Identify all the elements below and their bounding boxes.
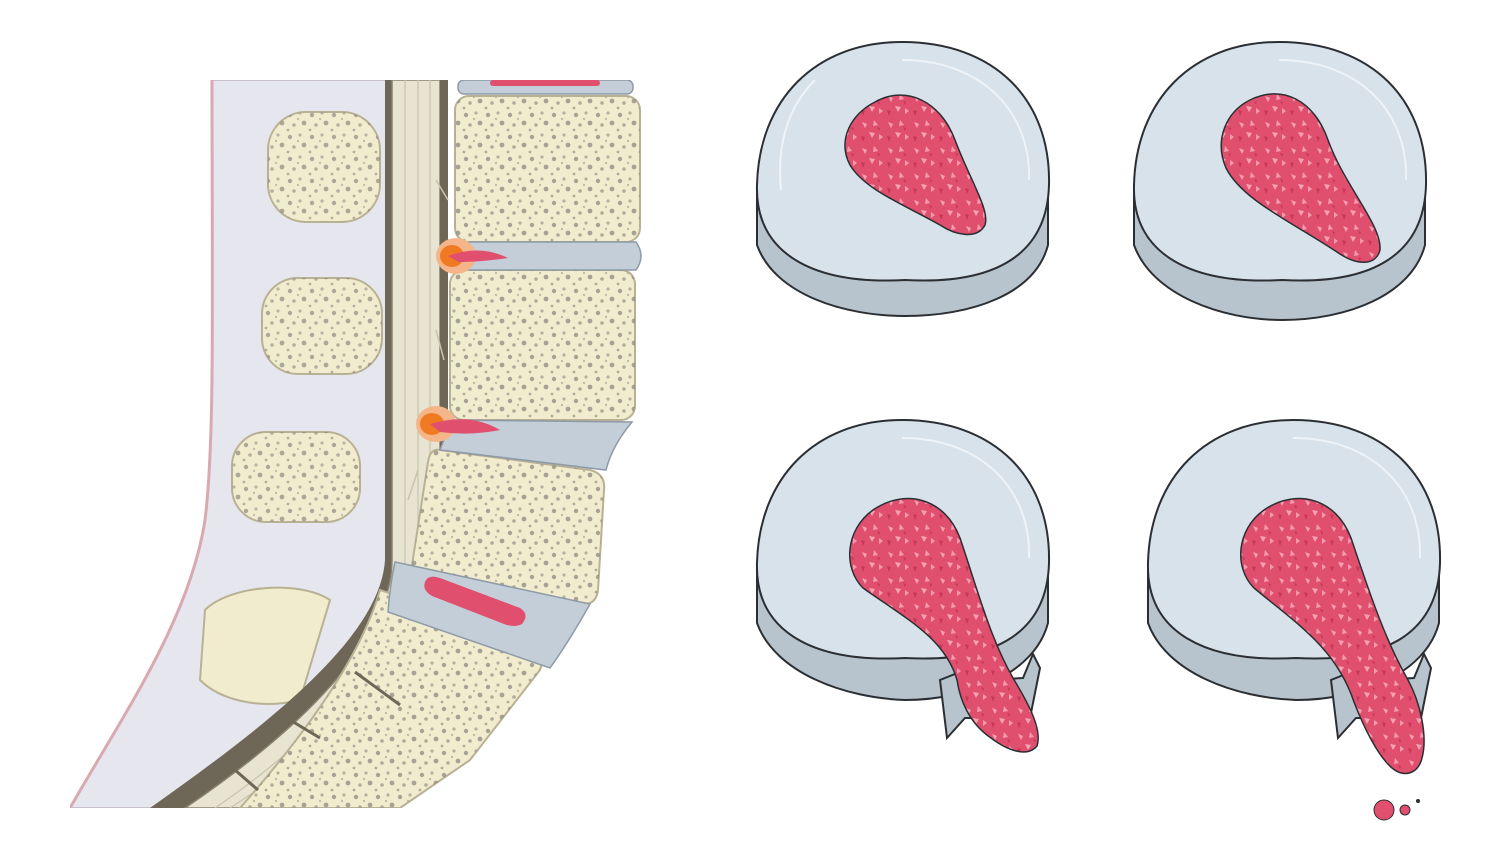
spine-sagittal-panel [70,80,642,808]
herniation-upper [436,238,508,274]
nucleus-sequestered [1239,497,1425,775]
herniation-lower [416,406,500,442]
free-fragment-3 [1416,799,1420,803]
free-fragment-1 [1373,799,1395,821]
disc-3-nucleus [424,576,526,626]
disc-stage-degeneration [1132,40,1428,322]
disc-stage-protrusion [755,418,1051,753]
sacral-process [198,586,332,705]
skin-edge [70,80,214,808]
disc-stage-normal [755,40,1051,318]
nucleus-herniated [848,497,1039,753]
free-fragment-2 [1399,804,1411,816]
disc-stage-sequestration [1146,418,1442,821]
nucleus-pulposus [1220,93,1381,263]
nucleus-pulposus [844,94,987,236]
